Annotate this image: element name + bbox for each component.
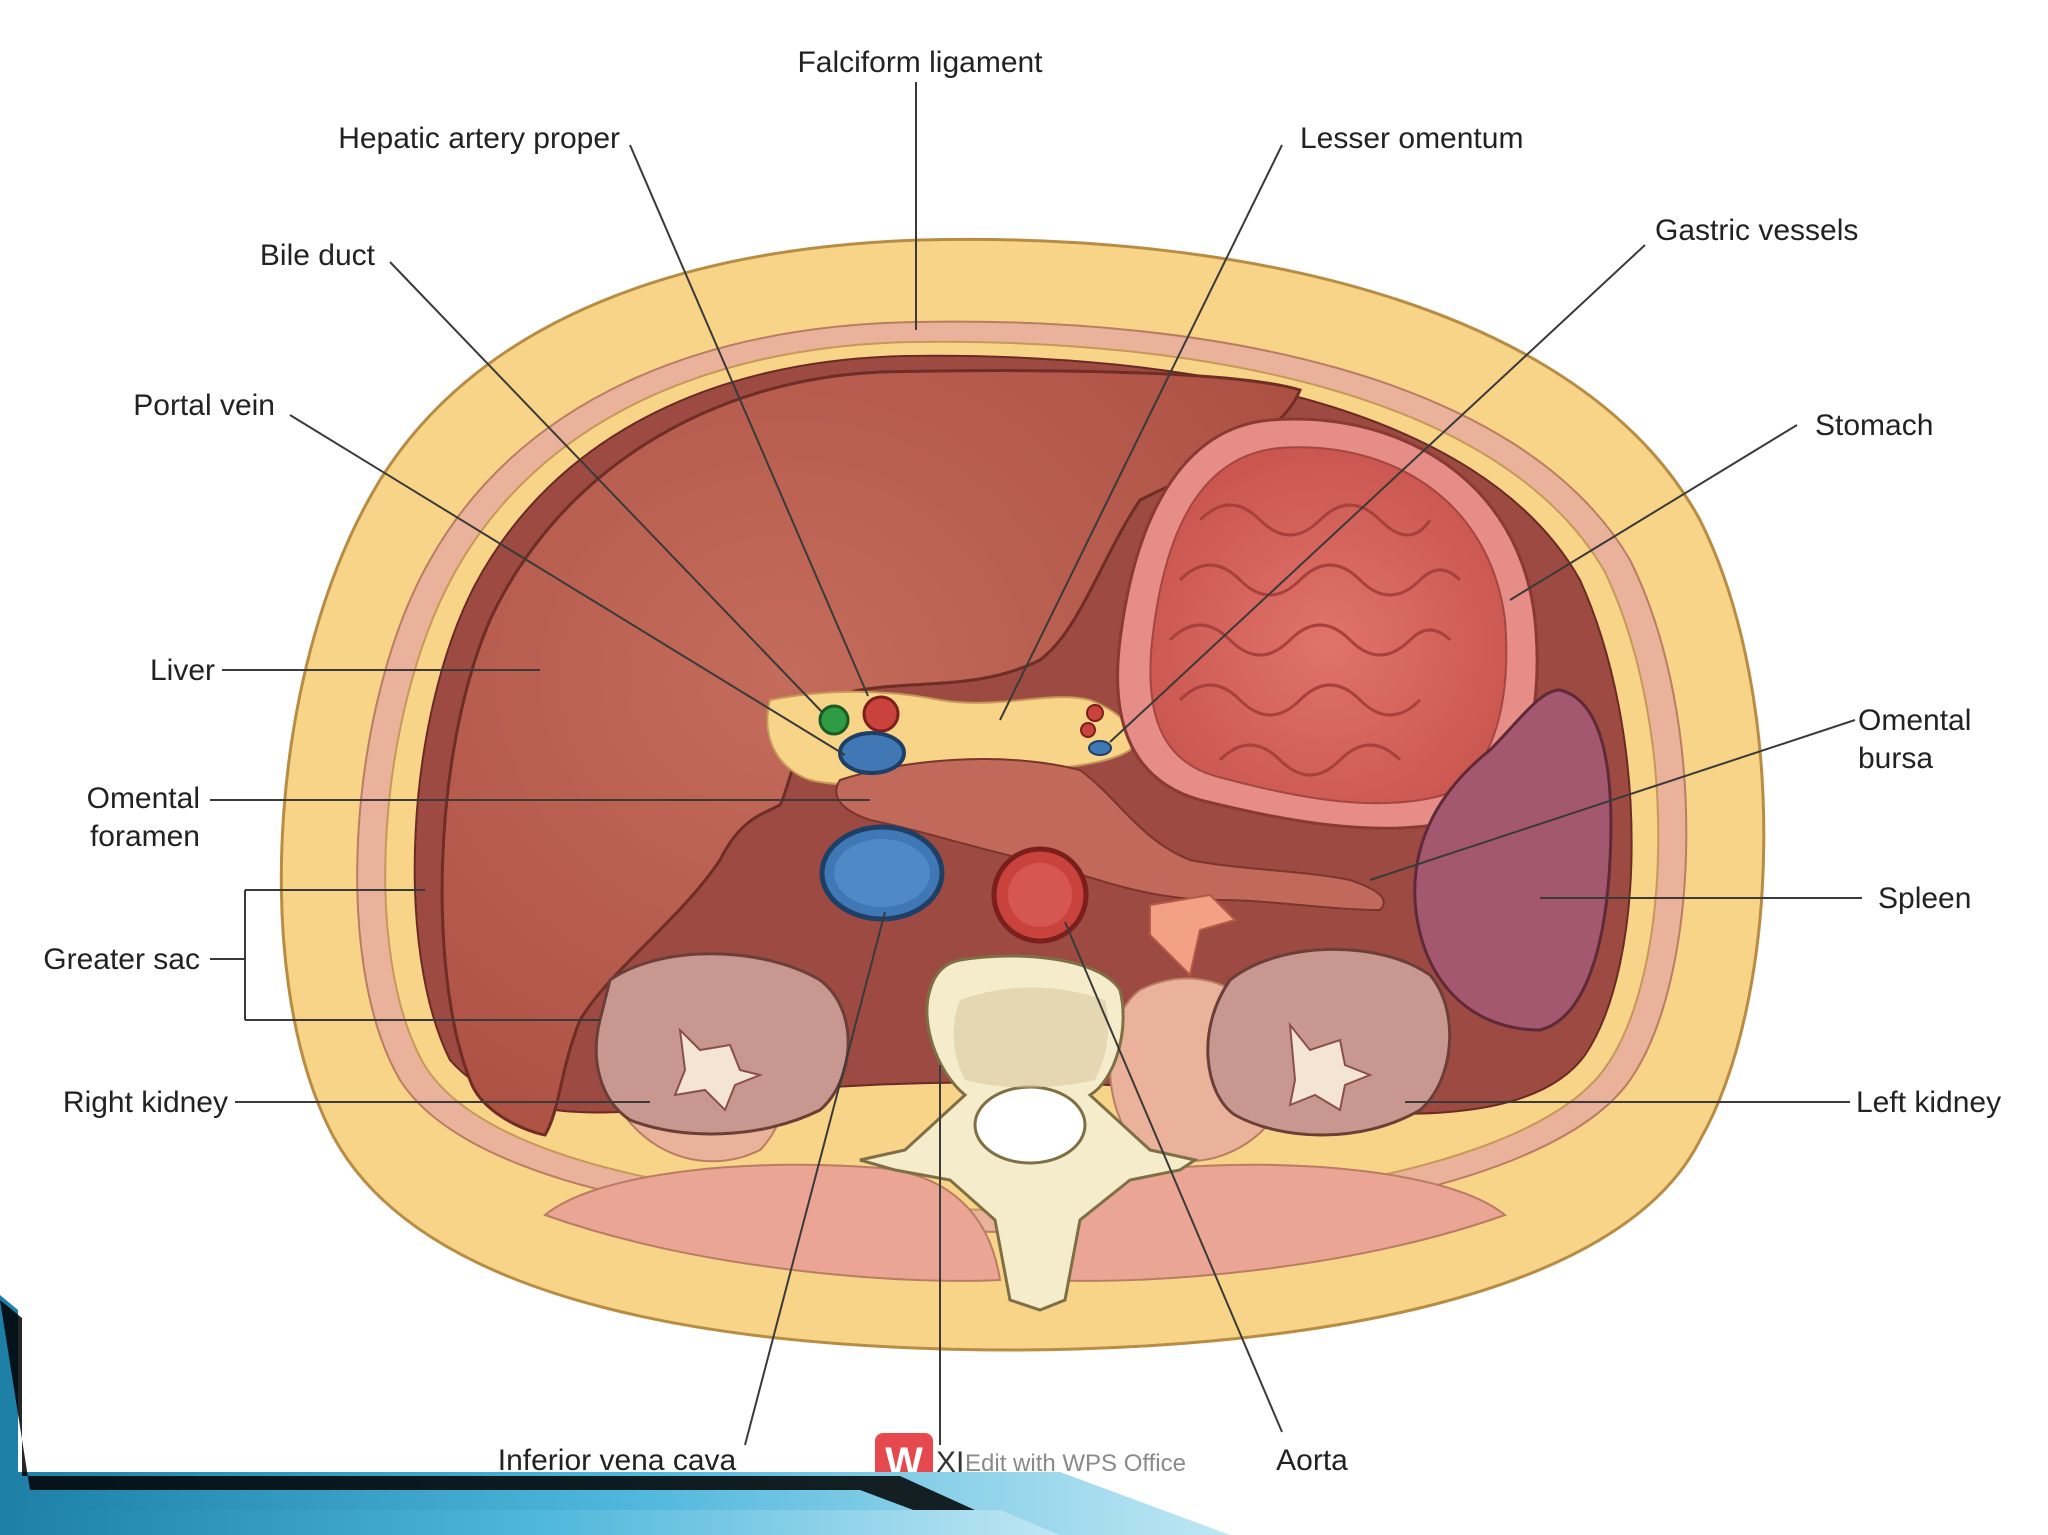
label-omental-bursa-line1: Omental [1858,704,1971,737]
slide-accent-shadow [0,1300,1030,1535]
label-omental-bursa-line2: bursa [1858,742,1933,775]
slide-corner-decoration [0,1295,1230,1535]
vertebra [859,954,1199,1312]
label-omental-foramen-line2: foramen [90,820,200,853]
label-left-kidney: Left kidney [1856,1086,2001,1119]
label-falciform-ligament: Falciform ligament [797,46,1043,79]
gastric-artery-vessel-2 [1080,722,1096,738]
label-inferior-vena-cava: Inferior vena cava [498,1444,737,1477]
label-hepatic-artery-proper: Hepatic artery proper [338,122,620,155]
label-omental-foramen-line1: Omental [87,782,200,815]
portal-vein-vessel [838,731,906,775]
stomach [1116,417,1539,830]
label-right-kidney: Right kidney [63,1086,228,1119]
slide-accent-bar [0,1295,1230,1535]
back-muscle-left [542,1163,1002,1282]
label-gastric-vessels: Gastric vessels [1655,214,1858,247]
label-portal-vein: Portal vein [133,389,275,422]
omental-bursa [835,758,1385,912]
label-liver: Liver [150,654,215,687]
label-bile-duct: Bile duct [260,239,376,272]
gastric-vein-vessel [1088,740,1112,756]
slide-accent-bottom [0,1510,1060,1535]
labels: Falciform ligament Hepatic artery proper… [43,46,2001,1477]
ivc-lumen [834,839,930,907]
hepatic-artery-vessel [862,695,900,733]
gastric-artery-vessel [1086,704,1104,722]
gastric-rugae [1168,503,1462,777]
label-greater-sac: Greater sac [43,943,200,976]
label-lesser-omentum: Lesser omentum [1300,122,1523,155]
left-kidney [1206,947,1452,1137]
right-kidney [594,952,850,1136]
label-aorta: Aorta [1276,1444,1348,1477]
label-spleen: Spleen [1878,882,1971,915]
label-stomach: Stomach [1815,409,1933,442]
aorta-lumen [1008,863,1072,927]
leader-lines [210,82,1862,1446]
spleen [1413,688,1613,1032]
left-adrenal [1149,893,1237,977]
bile-duct-vessel [818,704,850,736]
